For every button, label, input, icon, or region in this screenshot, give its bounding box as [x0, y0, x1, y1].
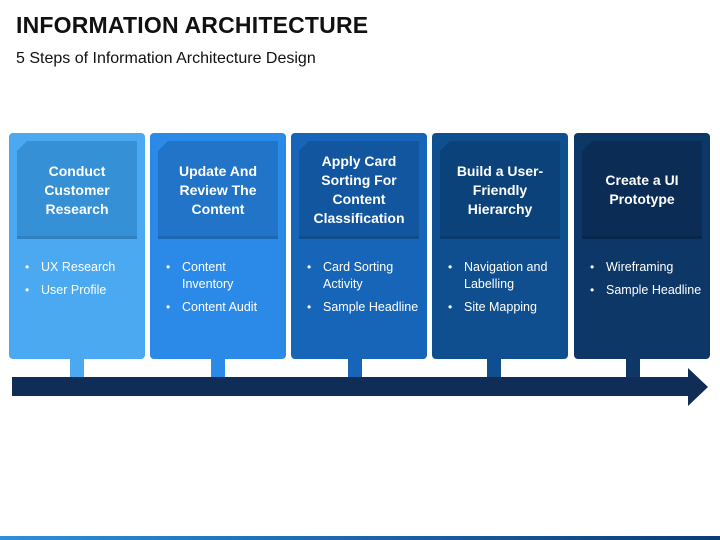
bullet-dot-icon: •: [590, 283, 595, 297]
step-connector-3: [348, 359, 362, 377]
step-heading-3: Apply Card Sorting For Content Classific…: [313, 153, 405, 226]
step-bullets-2: • Content Inventory • Content Audit: [162, 259, 280, 322]
step-heading-box-5: Create a UI Prototype: [582, 141, 702, 239]
step-bullets-4: • Navigation and Labelling • Site Mapping: [444, 259, 562, 322]
bullet-text: Wireframing: [606, 260, 674, 274]
step-card-1: Conduct Customer Research • UX Research •…: [9, 133, 145, 359]
step-heading-4: Build a User-Friendly Hierarchy: [456, 162, 544, 217]
bullet-dot-icon: •: [448, 300, 453, 314]
step-connector-5: [626, 359, 640, 377]
bullet-text: Card Sorting Activity: [323, 260, 394, 291]
bullet-item: • Sample Headline: [586, 282, 704, 299]
bullet-text: Sample Headline: [606, 283, 702, 297]
timeline-arrow-head-icon: [688, 368, 708, 406]
bullet-text: User Profile: [41, 283, 107, 297]
bullet-item: • Site Mapping: [444, 299, 562, 316]
bullet-text: Content Audit: [182, 300, 258, 314]
step-heading-box-4: Build a User-Friendly Hierarchy: [440, 141, 560, 239]
bullet-item: • User Profile: [21, 282, 139, 299]
bullet-item: • Content Inventory: [162, 259, 280, 293]
step-card-4: Build a User-Friendly Hierarchy • Navigat…: [432, 133, 568, 359]
bullet-dot-icon: •: [25, 283, 30, 297]
step-heading-box-2: Update And Review The Content: [158, 141, 278, 239]
bullet-dot-icon: •: [25, 260, 30, 274]
step-connector-1: [70, 359, 84, 377]
bullet-item: • Content Audit: [162, 299, 280, 316]
step-heading-1: Conduct Customer Research: [44, 162, 110, 217]
bullet-item: • Wireframing: [586, 259, 704, 276]
step-heading-box-1: Conduct Customer Research: [17, 141, 137, 239]
step-bullets-5: • Wireframing • Sample Headline: [586, 259, 704, 305]
step-connector-4: [487, 359, 501, 377]
step-heading-5: Create a UI Prototype: [605, 172, 679, 207]
bullet-item: • Card Sorting Activity: [303, 259, 421, 293]
slide-title: INFORMATION ARCHITECTURE: [16, 12, 369, 38]
bullet-text: Content Inventory: [182, 260, 234, 291]
slide-subtitle: 5 Steps of Information Architecture Desi…: [16, 50, 316, 67]
bullet-item: • UX Research: [21, 259, 139, 276]
step-connector-2: [211, 359, 225, 377]
bullet-text: Site Mapping: [464, 300, 537, 314]
bullet-item: • Navigation and Labelling: [444, 259, 562, 293]
timeline-arrow-bar: [12, 377, 692, 396]
step-card-5: Create a UI Prototype • Wireframing • Samp…: [574, 133, 710, 359]
step-card-2: Update And Review The Content • Content I…: [150, 133, 286, 359]
bullet-dot-icon: •: [166, 300, 171, 314]
bullet-text: Navigation and Labelling: [464, 260, 548, 291]
bullet-item: • Sample Headline: [303, 299, 421, 316]
bullet-dot-icon: •: [166, 260, 171, 274]
bullet-dot-icon: •: [590, 260, 595, 274]
bullet-text: Sample Headline: [323, 300, 419, 314]
bullet-dot-icon: •: [448, 260, 453, 274]
bottom-accent-line: [0, 536, 720, 540]
bullet-dot-icon: •: [307, 260, 312, 274]
step-card-3: Apply Card Sorting For Content Classific…: [291, 133, 427, 359]
bullet-dot-icon: •: [307, 300, 312, 314]
step-heading-2: Update And Review The Content: [178, 162, 258, 217]
step-bullets-1: • UX Research • User Profile: [21, 259, 139, 305]
bullet-text: UX Research: [41, 260, 116, 274]
step-bullets-3: • Card Sorting Activity • Sample Headline: [303, 259, 421, 322]
step-heading-box-3: Apply Card Sorting For Content Classific…: [299, 141, 419, 239]
